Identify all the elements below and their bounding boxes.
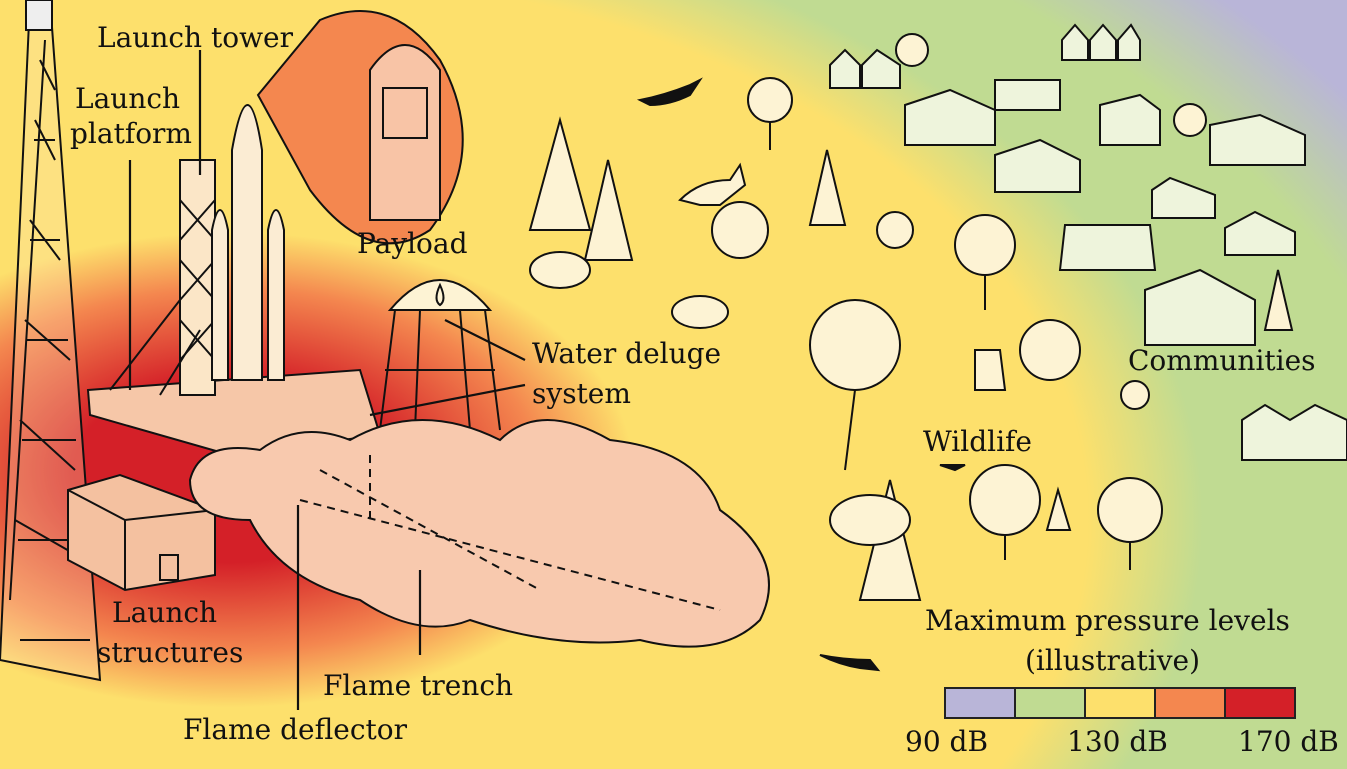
legend-swatch-130db bbox=[1086, 689, 1156, 717]
label-water-deluge-line1: Water deluge bbox=[532, 337, 722, 370]
legend-color-scale bbox=[944, 687, 1296, 719]
legend-tick-90db: 90 dB bbox=[905, 725, 989, 758]
rocket bbox=[211, 104, 285, 381]
label-launch-structures-line1: Launch bbox=[112, 596, 218, 629]
trees bbox=[528, 33, 1294, 601]
label-water-deluge-line2: system bbox=[532, 377, 631, 410]
label-launch-tower: Launch tower bbox=[97, 21, 293, 54]
wildlife-animals bbox=[636, 77, 966, 672]
water-tower bbox=[379, 279, 501, 431]
label-launch-platform-line2: platform bbox=[70, 117, 192, 150]
legend-title: Maximum pressure levels bbox=[925, 604, 1290, 637]
legend-swatch-90db bbox=[946, 689, 1016, 717]
houses bbox=[829, 23, 1347, 461]
legend-swatch-110db bbox=[1016, 689, 1086, 717]
fox bbox=[678, 162, 747, 206]
legend-tick-130db: 130 dB bbox=[1067, 725, 1168, 758]
label-wildlife: Wildlife bbox=[923, 425, 1032, 458]
label-flame-trench: Flame trench bbox=[323, 669, 514, 702]
leader-lines bbox=[128, 50, 526, 710]
legend-tick-170db: 170 dB bbox=[1238, 725, 1339, 758]
legend-swatch-150db bbox=[1156, 689, 1226, 717]
legend-subtitle: (illustrative) bbox=[1025, 644, 1201, 677]
legend-swatch-170db bbox=[1226, 689, 1294, 717]
label-payload: Payload bbox=[357, 227, 468, 260]
label-launch-platform-line1: Launch bbox=[75, 82, 181, 115]
label-communities: Communities bbox=[1128, 344, 1316, 377]
deer bbox=[974, 349, 1007, 391]
label-launch-structures-line2: structures bbox=[97, 636, 244, 669]
label-flame-deflector: Flame deflector bbox=[183, 713, 408, 746]
exhaust-clouds bbox=[188, 419, 770, 648]
